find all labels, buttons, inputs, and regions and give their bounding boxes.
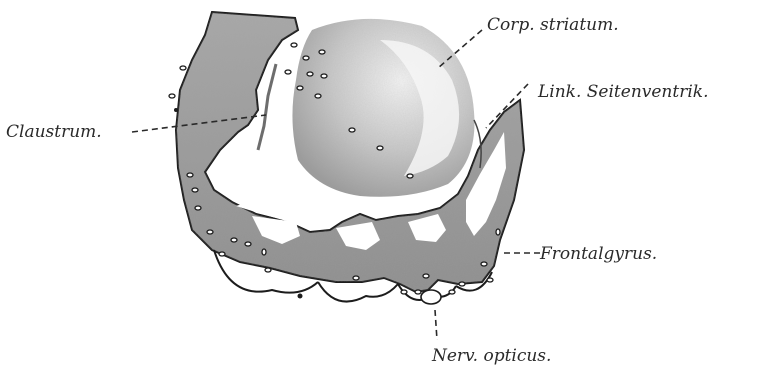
corpus-striatum [292, 19, 474, 197]
label-frontalgyrus: Frontalgyrus. [539, 244, 657, 264]
optic-nerve [421, 290, 441, 304]
leader-nerv-opticus [435, 310, 437, 340]
label-nerv-opticus: Nerv. opticus. [431, 346, 551, 366]
label-corp-striatum: Corp. striatum. [487, 15, 619, 35]
label-claustrum: Claustrum. [6, 122, 102, 142]
label-seitenventrikel: Link. Seitenventrik. [537, 82, 708, 102]
